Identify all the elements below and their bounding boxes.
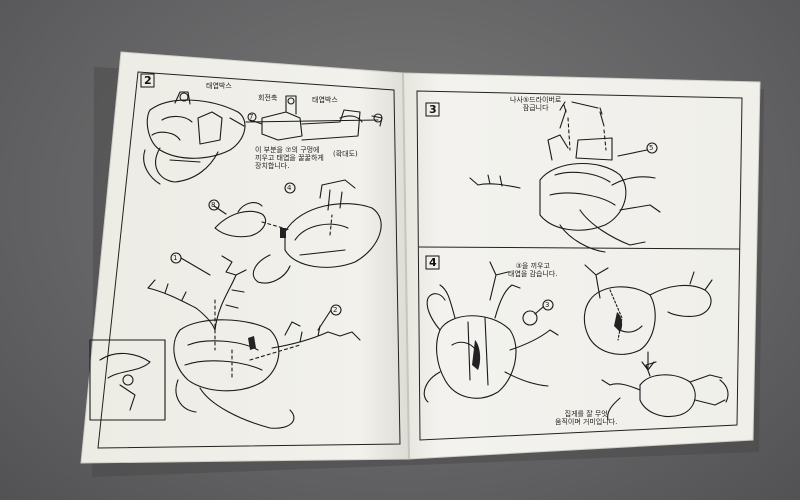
instruction-step-2: 이 부분을 ⑦의 구멍에 끼우고 태엽을 꿀꿀하게 장치합니다. bbox=[255, 146, 324, 170]
part-number-2: 2 bbox=[333, 306, 338, 314]
step-number-2: 2 bbox=[144, 74, 152, 87]
step-number-4: 4 bbox=[429, 256, 437, 269]
part-number-8: 8 bbox=[211, 201, 216, 209]
label-gearbox-right: 태엽박스 bbox=[312, 96, 338, 104]
label-gearbox-left: 태엽박스 bbox=[206, 82, 232, 90]
part-number-1: 1 bbox=[173, 254, 178, 262]
part-number-4: 4 bbox=[287, 184, 292, 192]
part-number-3: 3 bbox=[545, 301, 550, 309]
caption-step-4: 집게를 잘 무엇 움직이며 거미입니다. bbox=[555, 410, 618, 426]
step-number-3: 3 bbox=[429, 103, 437, 116]
part-number-5: 5 bbox=[649, 144, 654, 152]
part-number-7: 7 bbox=[249, 113, 254, 121]
label-shaft: 회전축 bbox=[258, 94, 278, 102]
instruction-step-4: ③을 끼우고 태엽을 감습니다. bbox=[508, 262, 558, 278]
instruction-step-3: 나사⑤드라이버로 잠급니다 bbox=[510, 96, 562, 112]
label-detail: (확대도) bbox=[333, 150, 358, 158]
right-page bbox=[402, 72, 761, 460]
